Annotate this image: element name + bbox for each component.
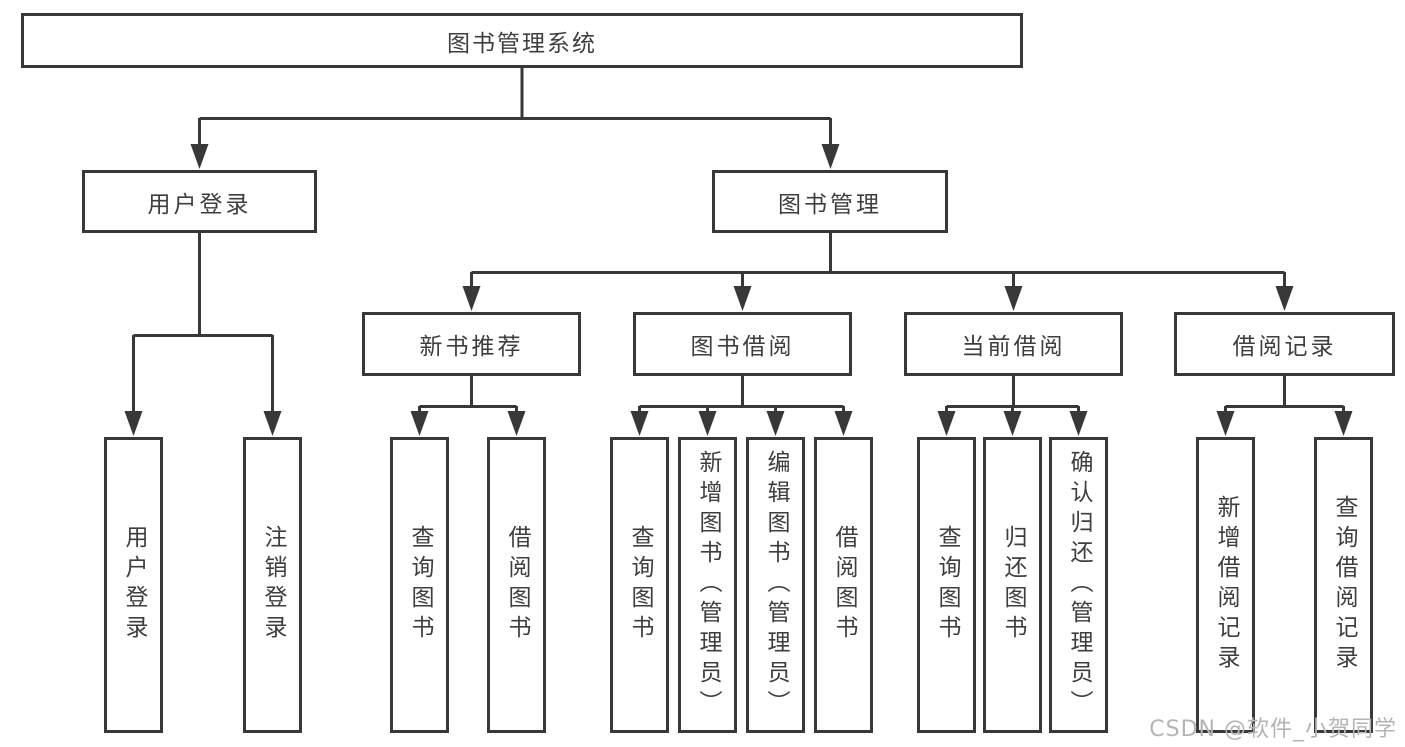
leaf-confirm-return-admin: 确认归还（管理员）: [1049, 437, 1108, 733]
leaf-query-books-borrowing: 查询图书: [610, 437, 669, 733]
node-book-management: 图书管理: [712, 170, 948, 233]
leaf-return-book-label: 归还图书: [1000, 525, 1026, 645]
leaf-borrow-books-recommend-label: 借阅图书: [504, 525, 530, 645]
leaf-query-books-current-label: 查询图书: [934, 525, 960, 645]
node-borrow-records: 借阅记录: [1174, 312, 1395, 376]
leaf-query-books-recommend-label: 查询图书: [407, 525, 433, 645]
leaf-add-book-admin: 新增图书（管理员）: [678, 437, 737, 733]
leaf-return-book: 归还图书: [983, 437, 1042, 733]
leaf-edit-book-admin: 编辑图书（管理员）: [746, 437, 805, 733]
leaf-add-borrow-record-label: 新增借阅记录: [1213, 495, 1239, 675]
leaf-logout: 注销登录: [243, 437, 302, 733]
node-borrow-records-label: 借阅记录: [1232, 334, 1337, 360]
leaf-add-book-admin-label: 新增图书（管理员）: [695, 450, 721, 720]
arrowheads: [124, 144, 1353, 436]
leaf-query-books-recommend: 查询图书: [390, 437, 449, 733]
leaf-query-books-current: 查询图书: [917, 437, 976, 733]
node-user-login: 用户登录: [82, 170, 317, 233]
node-user-login-label: 用户登录: [147, 191, 252, 218]
node-root-label: 图书管理系统: [447, 30, 597, 57]
node-new-book-recommend: 新书推荐: [362, 312, 581, 376]
leaf-confirm-return-admin-label: 确认归还（管理员）: [1066, 450, 1092, 720]
node-new-book-recommend-label: 新书推荐: [419, 334, 524, 360]
leaf-query-books-borrowing-label: 查询图书: [627, 525, 653, 645]
node-root: 图书管理系统: [21, 13, 1023, 68]
leaf-edit-book-admin-label: 编辑图书（管理员）: [763, 450, 789, 720]
watermark-text: CSDN @软件_小贺同学: [1149, 717, 1397, 742]
leaf-query-borrow-record: 查询借阅记录: [1314, 437, 1373, 733]
node-current-borrowing-label: 当前借阅: [961, 334, 1066, 360]
node-current-borrowing: 当前借阅: [904, 312, 1123, 376]
leaf-user-login-label: 用户登录: [121, 525, 147, 645]
leaf-add-borrow-record: 新增借阅记录: [1196, 437, 1255, 733]
leaf-borrow-books-borrowing-label: 借阅图书: [831, 525, 857, 645]
leaf-logout-label: 注销登录: [260, 525, 286, 645]
node-book-borrowing-label: 图书借阅: [690, 334, 795, 360]
leaf-user-login: 用户登录: [104, 437, 163, 733]
leaf-borrow-books-borrowing: 借阅图书: [814, 437, 873, 733]
node-book-borrowing: 图书借阅: [633, 312, 852, 376]
node-book-management-label: 图书管理: [778, 191, 882, 218]
leaf-borrow-books-recommend: 借阅图书: [487, 437, 546, 733]
leaf-query-borrow-record-label: 查询借阅记录: [1331, 495, 1357, 675]
